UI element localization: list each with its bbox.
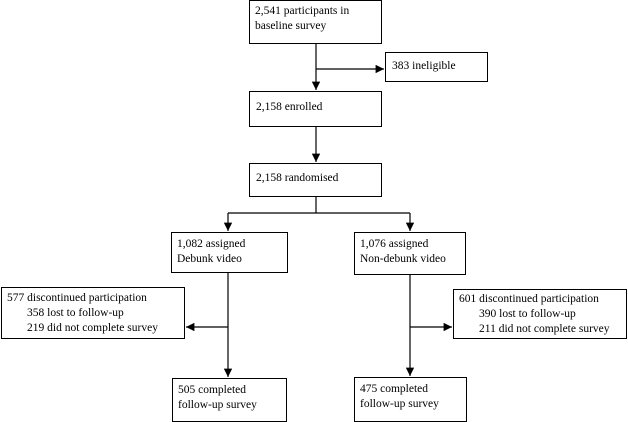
box-text: 390 lost to follow-up <box>479 308 576 320</box>
debunk-completed-box: 505 completed follow-up survey <box>172 378 287 422</box>
nondebunk-assigned-box: 1,076 assigned Non-debunk video <box>354 232 466 275</box>
baseline-survey-box: 2,541 participants in baseline survey <box>249 0 382 44</box>
box-text: 2,158 randomised <box>256 172 339 184</box>
nondebunk-completed-box: 475 completed follow-up survey <box>354 377 467 422</box>
enrolled-box: 2,158 enrolled <box>249 91 382 127</box>
box-text: 1,076 assigned <box>360 238 429 250</box>
box-text: 601 discontinued participation <box>459 293 599 305</box>
box-text: 383 ineligible <box>392 60 456 72</box>
debunk-assigned-box: 1,082 assigned Debunk video <box>171 232 288 273</box>
box-text: 219 did not complete survey <box>27 322 158 334</box>
box-text: Debunk video <box>177 253 242 265</box>
box-text: 2,541 participants in <box>255 5 350 17</box>
box-text: Non-debunk video <box>360 253 446 265</box>
box-text: 2,158 enrolled <box>256 101 323 113</box>
box-text: 577 discontinued participation <box>7 292 147 304</box>
nondebunk-discontinued-box: 601 discontinued participation 390 lost … <box>453 289 627 339</box>
debunk-discontinued-box: 577 discontinued participation 358 lost … <box>1 287 185 339</box>
box-text: 1,082 assigned <box>177 238 246 250</box>
box-text: baseline survey <box>255 20 327 32</box>
box-text: 358 lost to follow-up <box>27 307 124 319</box>
randomised-box: 2,158 randomised <box>249 163 382 197</box>
box-text: 475 completed <box>360 383 429 395</box>
ineligible-box: 383 ineligible <box>385 52 488 82</box>
box-text: follow-up survey <box>178 399 257 411</box>
box-text: 211 did not complete survey <box>479 323 610 335</box>
box-text: follow-up survey <box>360 398 439 410</box>
box-text: 505 completed <box>178 384 247 396</box>
